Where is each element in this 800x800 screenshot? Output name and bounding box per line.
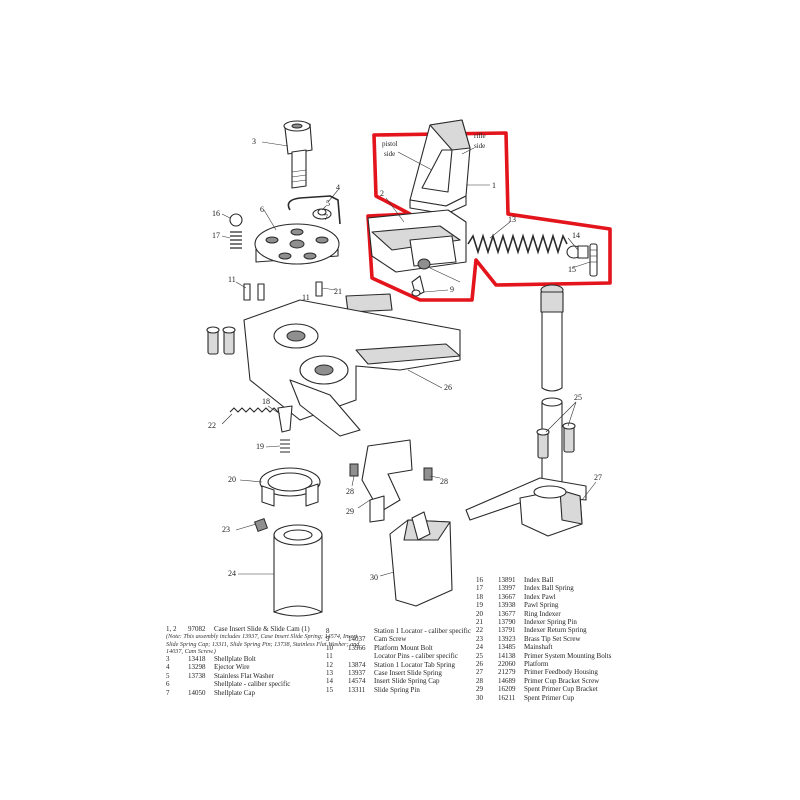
- leader-lines: [221, 141, 597, 577]
- legend-row: 1, 2 97082 Case Insert Slide & Slide Cam…: [166, 625, 310, 633]
- callout-15: 15: [568, 265, 576, 274]
- callout-20: 20: [228, 475, 236, 484]
- part-25-primer-mount-bolts: [536, 422, 576, 459]
- part-13-slide-spring: [467, 233, 568, 255]
- callout-7: 7: [324, 213, 328, 222]
- callout-14: 14: [572, 231, 580, 240]
- callout-28b: 28: [440, 477, 448, 486]
- callout-16: 16: [212, 209, 220, 218]
- callout-5: 5: [326, 199, 330, 208]
- part-30-spent-primer-cup: [389, 511, 453, 607]
- callout-19: 19: [256, 442, 264, 451]
- part-27-primer-feedbody: [465, 477, 587, 537]
- label-rifle-side: side: [474, 142, 485, 150]
- part-1-slide-cam: [409, 119, 471, 215]
- callout-1: 1: [492, 181, 496, 190]
- callout-13: 13: [508, 215, 516, 224]
- part-18-index-pawl: [277, 405, 293, 433]
- callout-26: 26: [444, 383, 452, 392]
- callout-11b: 11: [302, 293, 310, 302]
- callout-28a: 28: [346, 487, 354, 496]
- primer-system-lower-tube: [541, 397, 563, 491]
- part-11-locator-pins: [243, 283, 265, 301]
- callout-29: 29: [346, 507, 354, 516]
- part-24-mainshaft: [273, 524, 323, 617]
- legend-assembly-note: (Note: This assembly includes 13937, Cas…: [166, 633, 360, 655]
- callout-2: 2: [380, 189, 384, 198]
- callout-3: 3: [252, 137, 256, 146]
- part-20-ring-indexer: [259, 467, 321, 507]
- label-pistol: pistol: [382, 140, 398, 148]
- part-7-shellplate-cap: [317, 208, 327, 216]
- part-29-primer-cup-bracket: [361, 439, 413, 523]
- part-15-spring-pin: [589, 243, 598, 277]
- part-8-station-locator: [345, 293, 393, 313]
- callout-27: 27: [594, 473, 602, 482]
- callout-labels: 1 2 3 4 5 6 7 9 11 11 13 14 15 16 17 18 …: [208, 132, 602, 582]
- callout-24: 24: [228, 569, 236, 578]
- part-26-platform: [243, 299, 461, 437]
- part-16-index-ball: [229, 213, 243, 227]
- part-3-shellplate-bolt: [283, 120, 313, 189]
- callout-23: 23: [222, 525, 230, 534]
- callout-18: 18: [262, 397, 270, 406]
- part-10-mount-bolts: [206, 326, 236, 355]
- callout-25: 25: [574, 393, 582, 402]
- callout-22: 22: [208, 421, 216, 430]
- part-23-set-screw: [253, 517, 269, 533]
- part-22-indexer-return-spring: [229, 407, 279, 413]
- part-19-pawl-spring: [280, 439, 290, 453]
- callout-30: 30: [370, 573, 378, 582]
- callout-21: 21: [334, 287, 342, 296]
- part-17-index-ball-spring: [230, 231, 242, 249]
- callout-11a: 11: [228, 275, 236, 284]
- primer-system-tube: [540, 284, 564, 392]
- part-14-spring-cap: [566, 245, 589, 259]
- callout-9: 9: [450, 285, 454, 294]
- callout-17: 17: [212, 231, 220, 240]
- parts-legend-column-1: 1, 2 97082 Case Insert Slide & Slide Cam…: [166, 625, 371, 697]
- part-21-indexer-spring-pin: [315, 281, 323, 297]
- part-4-ejector-wire: [287, 195, 341, 225]
- part-6-shellplate: [254, 223, 340, 265]
- callout-4: 4: [336, 183, 340, 192]
- callout-6: 6: [260, 205, 264, 214]
- label-rifle: rifle: [474, 132, 486, 140]
- label-pistol-side: side: [384, 150, 395, 158]
